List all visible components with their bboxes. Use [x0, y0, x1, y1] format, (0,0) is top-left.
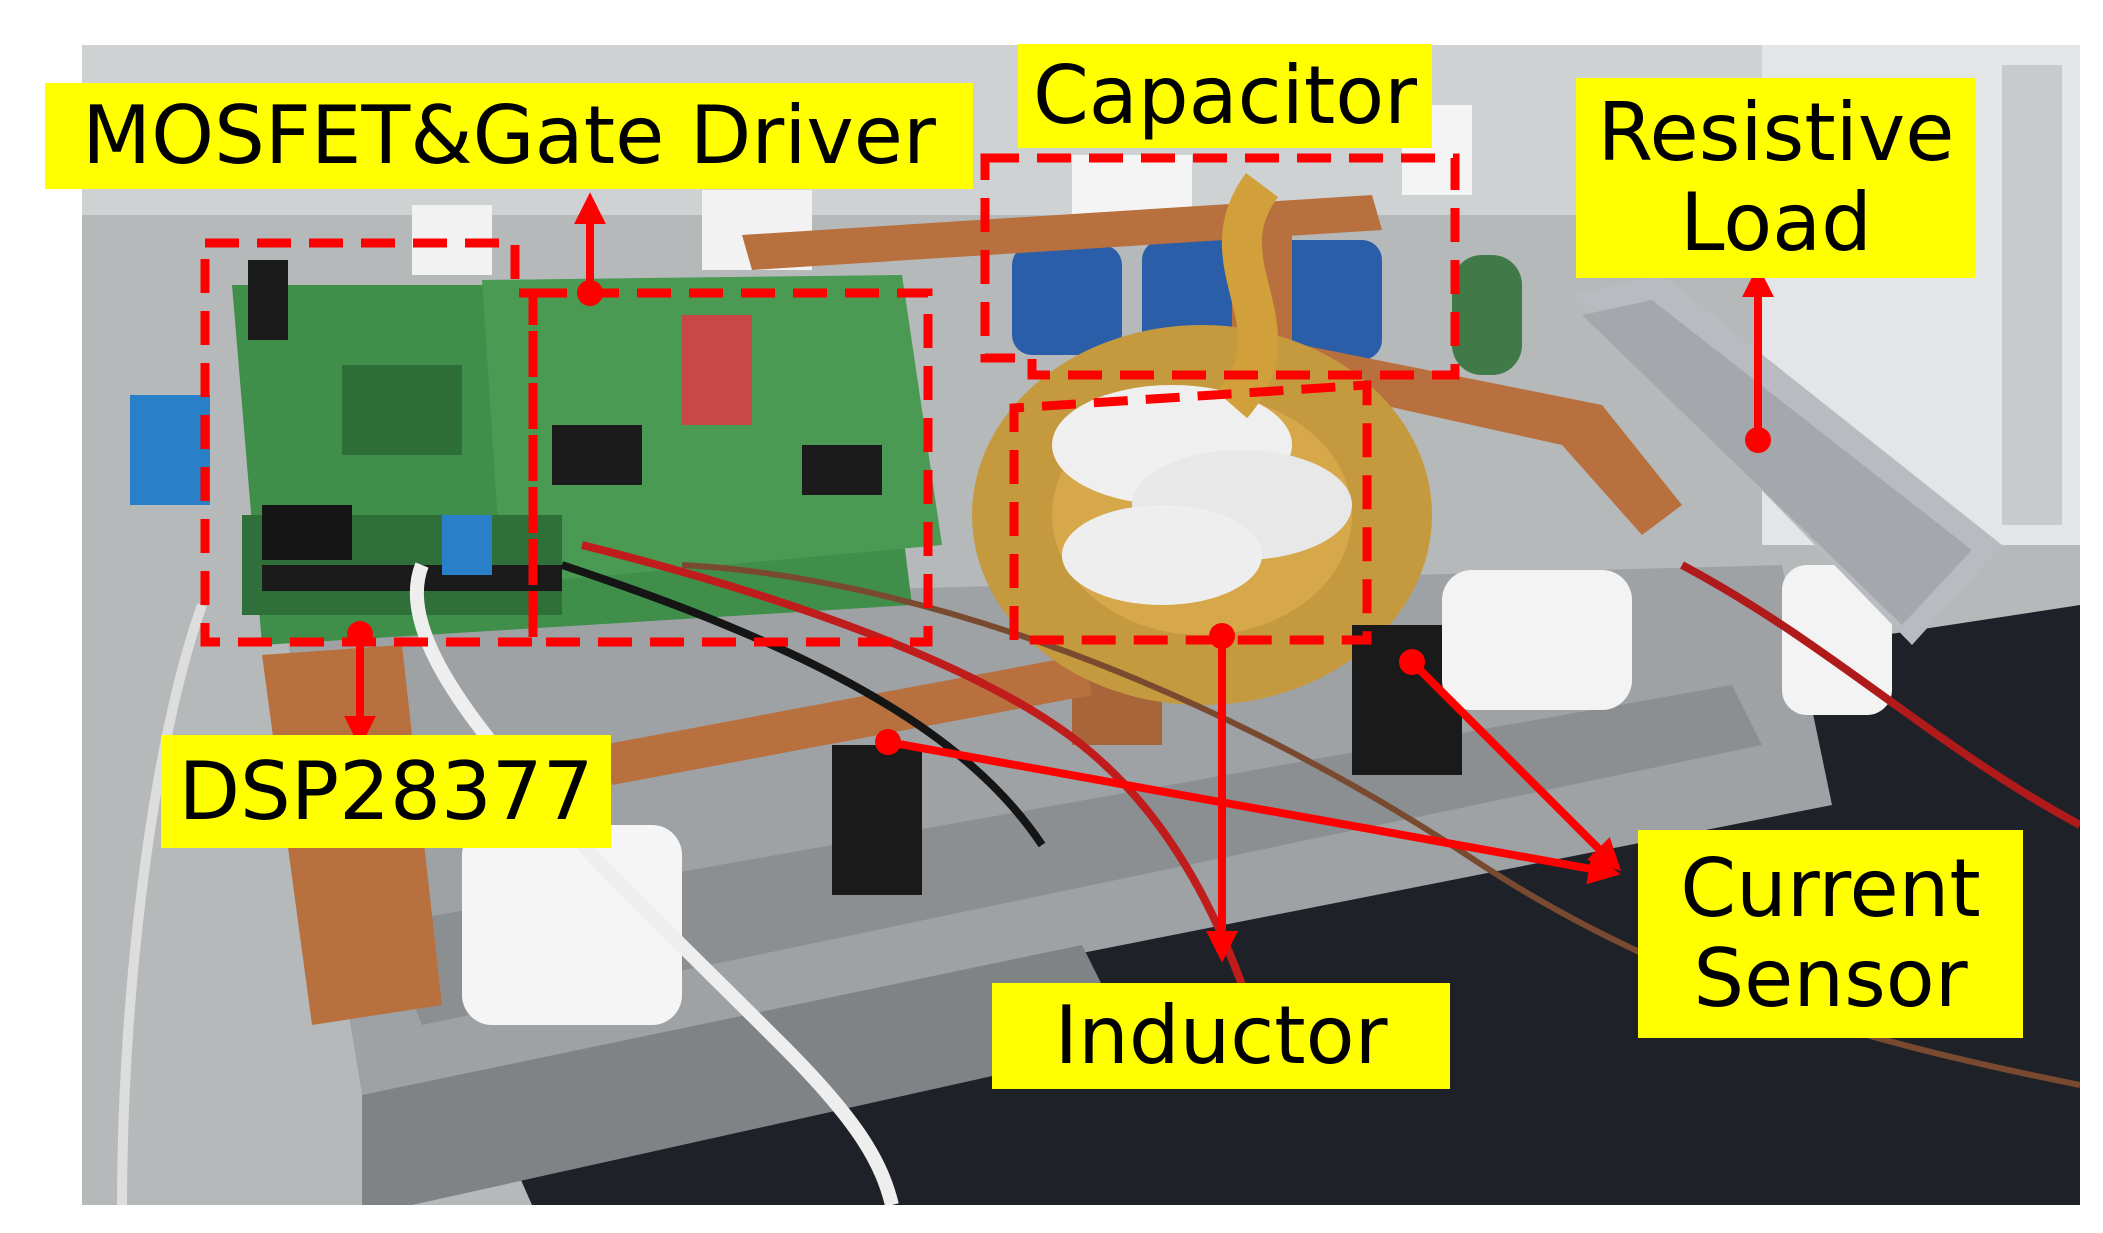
white-cable	[409, 562, 899, 1205]
copper-bar-top	[742, 195, 1382, 270]
current-sensor-arrow-1	[1399, 649, 1622, 872]
copper-bar-lower	[602, 655, 1092, 785]
capacitor-region-box	[980, 153, 1460, 380]
blue-connector	[130, 395, 210, 505]
current-sensor-2	[832, 745, 922, 895]
current-sensor-line-1: Current	[1680, 842, 1981, 936]
capacitor-label: Capacitor	[1018, 44, 1432, 148]
copper-bar-right	[1292, 345, 1682, 535]
inductor-region-box	[1009, 380, 1372, 645]
resistive-load-label: Resistive Load	[1576, 78, 1976, 278]
film-capacitor-right	[1442, 570, 1632, 710]
gate-driver-board	[482, 275, 942, 585]
dsp-arrow	[344, 621, 376, 748]
mosfet-chip	[552, 425, 642, 485]
resistive-load-line-1: Resistive	[1597, 86, 1955, 180]
red-capacitors	[682, 315, 752, 425]
blue-capacitor-3	[1272, 240, 1382, 360]
current-sensor-line-2: Sensor	[1693, 932, 1968, 1025]
driver-chip	[802, 445, 882, 495]
base-plate	[362, 945, 1132, 1205]
dsp-region-box	[200, 238, 538, 647]
resistive-load-fins	[1582, 300, 1972, 625]
blue-connector-small	[442, 515, 492, 575]
resistive-load-arrow	[1742, 265, 1774, 453]
chip-area	[342, 365, 462, 455]
gate-driver-region-box	[528, 288, 933, 647]
black-component	[248, 260, 288, 340]
black-wire	[560, 561, 1046, 848]
inductor-winding-3	[1062, 505, 1262, 605]
dsp-chip	[262, 505, 352, 560]
mosfet-arrow	[574, 192, 606, 306]
load-terminals	[1782, 565, 1892, 715]
green-resistor	[1452, 255, 1522, 375]
white-cable-left	[117, 603, 207, 1205]
dsp-label: DSP28377	[161, 735, 611, 848]
blue-capacitor-1	[1012, 245, 1122, 355]
inductor-arrow	[1206, 623, 1238, 963]
current-sensor-arrow-2	[875, 729, 1621, 885]
instrument-side	[2002, 65, 2062, 525]
current-sensor-label: Current Sensor	[1638, 830, 2023, 1038]
resistive-load-line-2: Load	[1680, 176, 1872, 269]
mosfet-gate-driver-label: MOSFET&Gate Driver	[45, 83, 973, 189]
red-wire-right	[1680, 561, 2080, 829]
inductor-label: Inductor	[992, 983, 1450, 1089]
film-capacitor-left	[462, 825, 682, 1025]
